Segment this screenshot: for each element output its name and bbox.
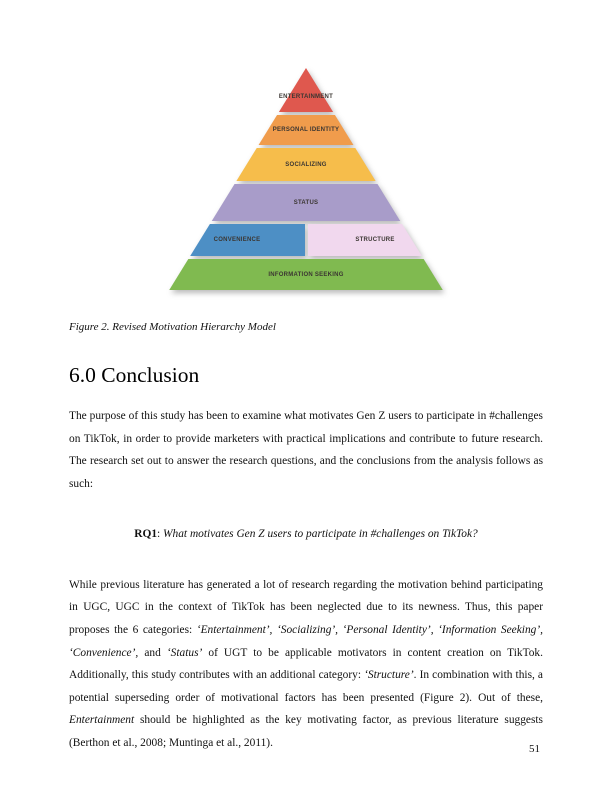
pyramid-layer-structure <box>307 224 444 256</box>
text-segment: of UGT to be applicable motivators in co… <box>69 646 543 682</box>
paragraph-1: The purpose of this study has been to ex… <box>69 410 543 490</box>
pyramid-layer-personal-identity <box>168 115 444 145</box>
figure-caption: Figure 2. Revised Motivation Hierarchy M… <box>69 321 276 333</box>
text-segment: RQ1 <box>134 528 158 541</box>
pyramid-layer-convenience <box>168 224 305 256</box>
pyramid-shadow <box>168 68 444 292</box>
pyramid-layer-entertainment <box>168 68 444 112</box>
text-segment: ‘Status’ <box>166 646 203 659</box>
text-segment: What motivates Gen Z users to participat… <box>163 528 478 541</box>
pyramid-layer-split <box>168 224 444 256</box>
paragraph-2: While previous literature has generated … <box>69 574 543 755</box>
pyramid-layer-information-seeking <box>168 259 444 290</box>
pyramid-layer-status <box>168 184 444 221</box>
text-segment: ‘Entertainment’, ‘Socializing’, ‘Persona… <box>69 624 543 659</box>
text-segment: Entertainment <box>69 714 135 727</box>
text-segment: should be highlighted as the key motivat… <box>69 714 543 749</box>
text-segment: : <box>157 528 164 541</box>
pyramid-layer-socializing <box>168 148 444 181</box>
text-segment: While previous literature has generated … <box>69 578 543 637</box>
section-heading: 6.0 Conclusion <box>69 363 200 387</box>
text-segment: and <box>138 646 167 659</box>
text-segment: . In combination with this, a potential … <box>69 669 543 704</box>
research-question-1: RQ1: What motivates Gen Z users to parti… <box>69 523 543 546</box>
page-number: 51 <box>529 743 540 755</box>
pyramid-layers <box>168 68 444 292</box>
text-segment: ‘Structure’ <box>364 669 414 682</box>
